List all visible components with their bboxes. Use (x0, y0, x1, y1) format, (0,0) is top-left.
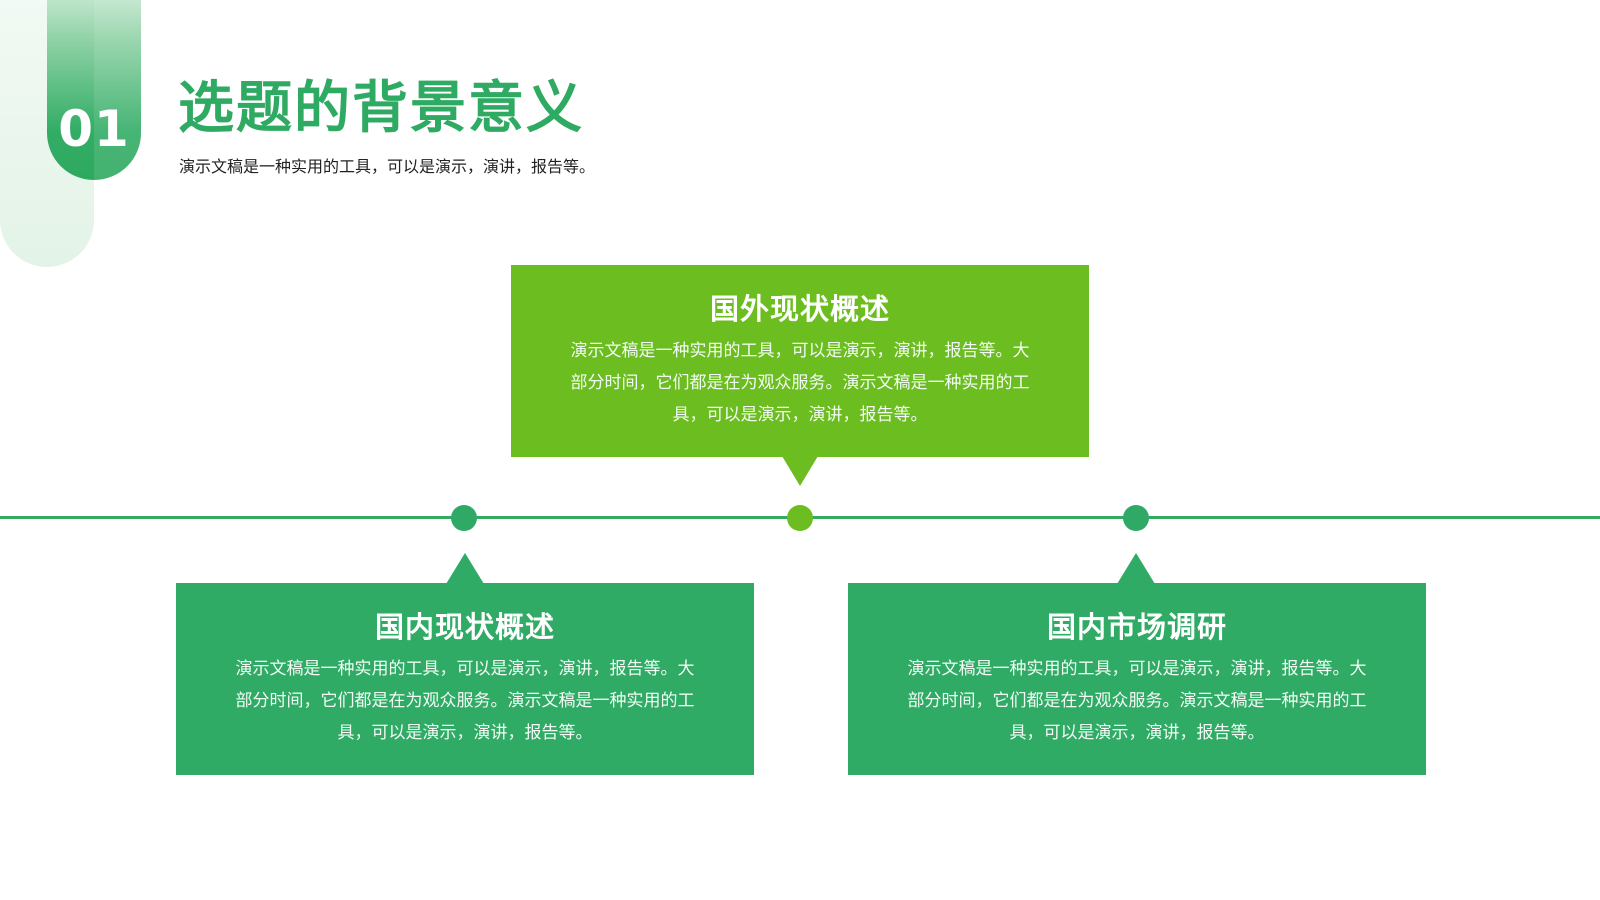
card-title: 国内现状概述 (374, 610, 555, 644)
card-body: 演示文稿是一种实用的工具，可以是演示，演讲，报告等。大部分时间，它们都是在为观众… (907, 658, 1367, 743)
card-title: 国外现状概述 (709, 292, 890, 326)
card-pointer-up-left (446, 553, 484, 584)
card-body: 演示文稿是一种实用的工具，可以是演示，演讲，报告等。大部分时间，它们都是在为观众… (235, 658, 695, 743)
timeline-dot-left (451, 505, 477, 531)
card-pointer-up-right (1117, 553, 1155, 584)
timeline-dot-right (1123, 505, 1149, 531)
section-number: 01 (58, 100, 130, 158)
card-body: 演示文稿是一种实用的工具，可以是演示，演讲，报告等。大部分时间，它们都是在为观众… (570, 340, 1030, 425)
card-pointer-down (782, 456, 818, 486)
timeline-dot-center (787, 505, 813, 531)
section-number-badge: 01 (47, 0, 141, 180)
card-overseas-status: 国外现状概述 演示文稿是一种实用的工具，可以是演示，演讲，报告等。大部分时间，它… (511, 265, 1089, 457)
page-title: 选题的背景意义 (178, 76, 584, 141)
card-domestic-status: 国内现状概述 演示文稿是一种实用的工具，可以是演示，演讲，报告等。大部分时间，它… (176, 583, 754, 775)
card-title: 国内市场调研 (1046, 610, 1227, 644)
card-domestic-market-research: 国内市场调研 演示文稿是一种实用的工具，可以是演示，演讲，报告等。大部分时间，它… (848, 583, 1426, 775)
page-subtitle: 演示文稿是一种实用的工具，可以是演示，演讲，报告等。 (179, 157, 596, 176)
